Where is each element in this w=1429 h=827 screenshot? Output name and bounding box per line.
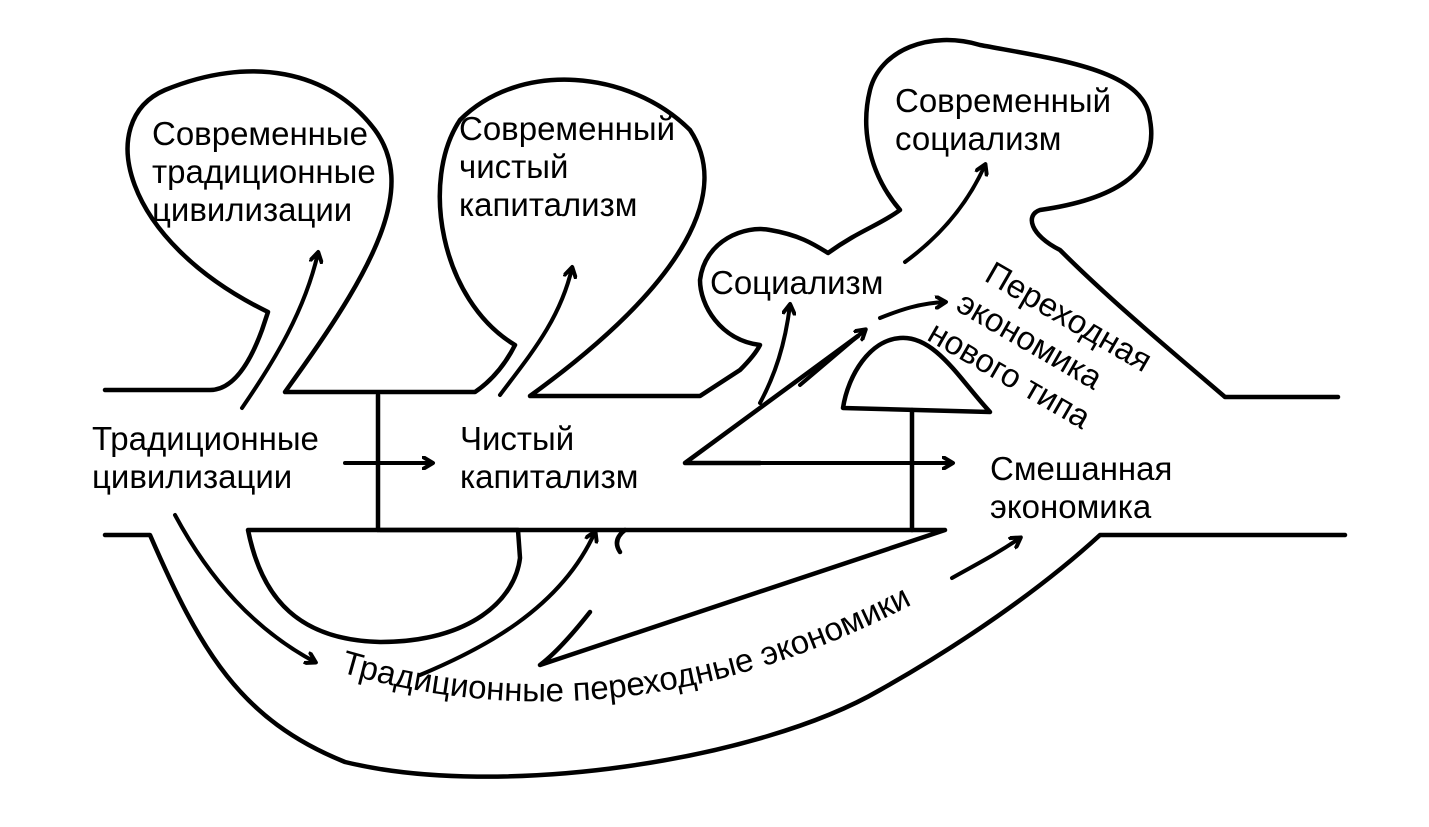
channel-bottom-wall: [102, 532, 1348, 779]
arrow-upper-wedge: [798, 330, 865, 387]
inner-channel-line: [377, 527, 628, 555]
arrow-to-modern-socialism: [903, 165, 985, 264]
label-modern-socialism: Современный социализм: [895, 82, 1120, 157]
upper-wedge: [682, 333, 861, 466]
channel-top-left-wall: [102, 37, 1341, 400]
arrow-transitional-to-capitalism: [418, 532, 595, 677]
arrow-to-modern-capitalism: [498, 268, 572, 397]
label-pure-capitalism: Чистый капитализм: [460, 420, 638, 495]
lower-wedge: [537, 527, 948, 668]
arrow-to-transitional-new: [878, 302, 945, 320]
label-mixed-economy: Смешанная экономика: [990, 450, 1182, 525]
label-traditional-civilizations: Традиционные цивилизации: [92, 420, 328, 495]
bowl-left: [245, 527, 523, 645]
arrow-traditional-down: [173, 513, 315, 662]
arrow-transitional-to-mixed: [950, 538, 1020, 580]
arrow-to-modern-traditional: [240, 253, 318, 410]
label-transitional-new-type: Переходная экономика нового типа: [922, 244, 1166, 453]
arrow-to-socialism: [758, 305, 790, 405]
label-modern-traditional: Современные традиционные цивилизации: [152, 115, 385, 228]
label-modern-pure-capitalism: Современный чистый капитализм: [459, 110, 684, 223]
label-traditional-transitional: Традиционные переходные экономики: [338, 578, 915, 709]
label-socialism: Социализм: [710, 264, 883, 301]
mixed-dome: [840, 335, 993, 415]
